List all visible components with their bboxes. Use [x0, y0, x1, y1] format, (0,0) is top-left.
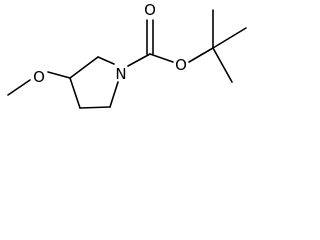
bond-c5-c4: [79, 106, 111, 109]
bond-c2-n: [97, 56, 115, 65]
ester-oxygen-label: O: [175, 56, 187, 74]
methoxy-oxygen-label: O: [33, 68, 45, 86]
bond-n-carbonyl: [127, 53, 151, 67]
carbonyl-oxygen-label: O: [144, 1, 156, 19]
bond-ester-o-cq: [188, 47, 214, 63]
bond-c4-c3: [69, 77, 81, 109]
molecule-drawing: O N O O: [7, 1, 247, 109]
ring-nitrogen-label: N: [115, 65, 126, 83]
structure-canvas: O N O O: [0, 0, 272, 122]
bond-n-c5: [109, 81, 119, 108]
bond-carbonyl-ester-o: [149, 53, 174, 63]
bond-cq-methyl-right: [212, 27, 247, 49]
bond-o-c3: [47, 71, 71, 79]
bond-cq-methyl-down: [212, 47, 233, 83]
bond-c3-c2: [69, 56, 99, 79]
bond-methyl-o: [7, 79, 31, 96]
